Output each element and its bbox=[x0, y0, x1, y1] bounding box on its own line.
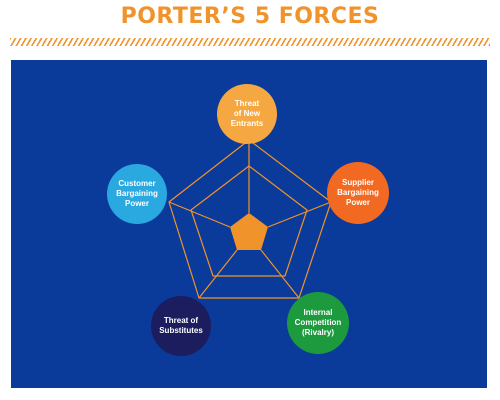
spoke-bottom-right bbox=[260, 249, 300, 299]
outer-pentagon bbox=[168, 139, 332, 299]
spoke-bottom-left bbox=[198, 249, 238, 299]
page-title: PORTER’S 5 FORCES bbox=[120, 4, 380, 29]
force-supplier-power: Supplier Bargaining Power bbox=[327, 162, 389, 224]
middle-pentagon bbox=[190, 165, 308, 277]
force-new-entrants: Threat of New Entrants bbox=[217, 84, 277, 144]
spoke-right bbox=[267, 201, 332, 228]
force-customer-power-label: Customer Bargaining Power bbox=[116, 179, 158, 208]
center-pentagon bbox=[230, 213, 268, 250]
force-substitutes-label: Threat of Substitutes bbox=[159, 316, 203, 335]
spoke-left bbox=[168, 201, 231, 228]
force-substitutes: Threat of Substitutes bbox=[151, 296, 211, 356]
diagram-panel: Threat of New Entrants Supplier Bargaini… bbox=[11, 60, 487, 388]
force-rivalry-label: Internal Competition (Rivalry) bbox=[294, 308, 342, 337]
force-rivalry: Internal Competition (Rivalry) bbox=[287, 292, 349, 354]
force-customer-power: Customer Bargaining Power bbox=[107, 164, 167, 224]
pentagon-web bbox=[168, 139, 332, 299]
force-supplier-power-label: Supplier Bargaining Power bbox=[337, 178, 379, 207]
hatched-divider bbox=[10, 38, 490, 46]
force-new-entrants-label: Threat of New Entrants bbox=[230, 99, 264, 128]
